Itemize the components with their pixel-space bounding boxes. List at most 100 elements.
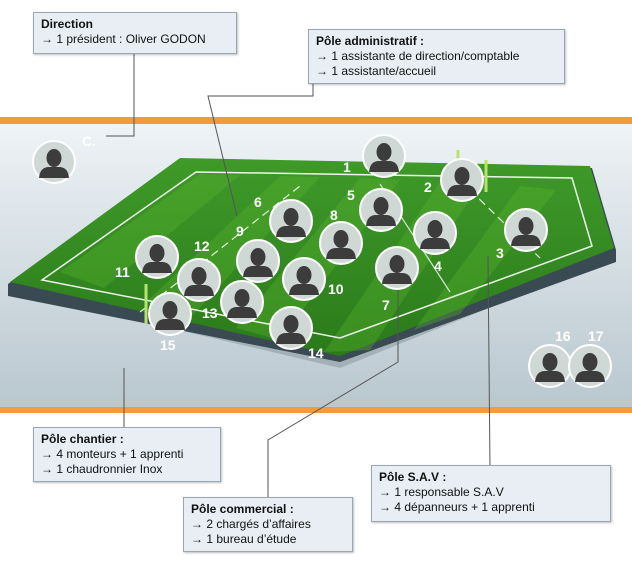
connector-commercial [267,270,399,498]
person-icon [250,248,266,266]
connector-sav [487,255,491,469]
callout-line: → 1 assistante de direction/comptable [316,49,520,63]
person-icon [376,143,392,161]
player-avatar-3 [504,208,548,252]
player-avatar-12 [177,258,221,302]
field-stripe [60,174,240,288]
person-icon [46,149,62,167]
person-icon [283,208,299,226]
player-number-8: 8 [330,207,338,223]
sub-number-16: 16 [555,328,571,344]
player-avatar-9 [236,239,280,283]
person-icon [142,262,172,273]
callout-title: Pôle S.A.V : [379,470,447,484]
person-icon [234,289,250,307]
player-avatar-4 [413,211,457,255]
connector-administratif [207,82,314,217]
player-avatar-15 [148,292,192,336]
player-avatar-7 [375,246,419,290]
callout-line: → 1 responsable S.A.V [379,485,504,499]
callout-line: → 4 monteurs + 1 apprenti [41,447,184,461]
person-icon [373,197,389,215]
player-number-7: 7 [382,297,390,313]
person-icon [227,307,257,318]
player-number-1: 1 [343,159,351,175]
sub-avatar-17 [568,344,612,388]
sub-number-17: 17 [588,328,604,344]
callout-title: Pôle commercial : [191,502,294,516]
player-number-2: 2 [424,179,432,195]
player-number-12: 12 [194,238,210,254]
person-icon [369,161,399,172]
person-icon [243,266,273,277]
person-icon [518,217,534,235]
callout-administratif: Pôle administratif : → 1 assistante de d… [308,29,565,84]
person-icon [191,267,207,285]
callout-line: → 1 chaudronnier Inox [41,462,163,476]
person-icon [162,301,178,319]
person-icon [296,266,312,284]
callout-line: → 2 chargés d’affaires [191,517,311,531]
person-icon [582,353,598,371]
player-number-5: 5 [347,187,355,203]
player-avatar-11 [135,235,179,279]
player-avatar-2 [440,158,484,202]
person-icon [276,226,306,237]
person-icon [155,319,185,330]
callout-line: → 4 dépanneurs + 1 apprenti [379,500,535,514]
player-number-3: 3 [496,245,504,261]
player-number-4: 4 [434,258,442,274]
person-icon [511,235,541,246]
callout-title: Direction [41,17,94,31]
person-icon [184,285,214,296]
callout-title: Pôle administratif : [316,34,425,48]
person-icon [333,230,349,248]
player-avatar-1 [362,134,406,178]
callout-title: Pôle chantier : [41,432,124,446]
person-icon [447,185,477,196]
person-icon [382,273,412,284]
coach-label: C. [82,133,96,149]
callout-line: → 1 assistante/accueil [316,64,437,78]
person-icon [427,220,443,238]
person-icon [575,371,605,382]
sub-avatar-16 [528,344,572,388]
field-line [139,185,301,313]
player-avatar-8 [319,221,363,265]
connector-direction [106,50,135,137]
person-icon [326,248,356,259]
person-icon [39,167,69,178]
person-icon [454,167,470,185]
player-avatar-14 [269,306,313,350]
player-number-15: 15 [160,337,176,353]
player-avatar-13 [220,280,264,324]
player-number-14: 14 [308,345,324,361]
callout-line: → 1 président : Oliver GODON [41,32,206,46]
player-number-11: 11 [115,264,130,280]
person-icon [542,353,558,371]
player-avatar-5 [359,188,403,232]
field-stripe [236,178,400,340]
callout-line: → 1 bureau d’étude [191,532,297,546]
player-number-6: 6 [254,194,262,210]
callout-chantier: Pôle chantier : → 4 monteurs + 1 apprent… [33,427,221,482]
person-icon [389,255,405,273]
callout-sav: Pôle S.A.V : → 1 responsable S.A.V → 4 d… [371,465,611,522]
person-icon [535,371,565,382]
player-number-10: 10 [328,281,344,297]
player-number-9: 9 [236,223,244,239]
person-icon [420,238,450,249]
person-icon [276,333,306,344]
player-avatar-10 [282,257,326,301]
player-avatar-6 [269,199,313,243]
player-number-13: 13 [202,305,218,321]
callout-direction: Direction → 1 président : Oliver GODON [33,12,237,54]
person-icon [283,315,299,333]
person-icon [289,284,319,295]
person-icon [366,215,396,226]
person-icon [149,244,165,262]
connector-lines [106,50,491,498]
